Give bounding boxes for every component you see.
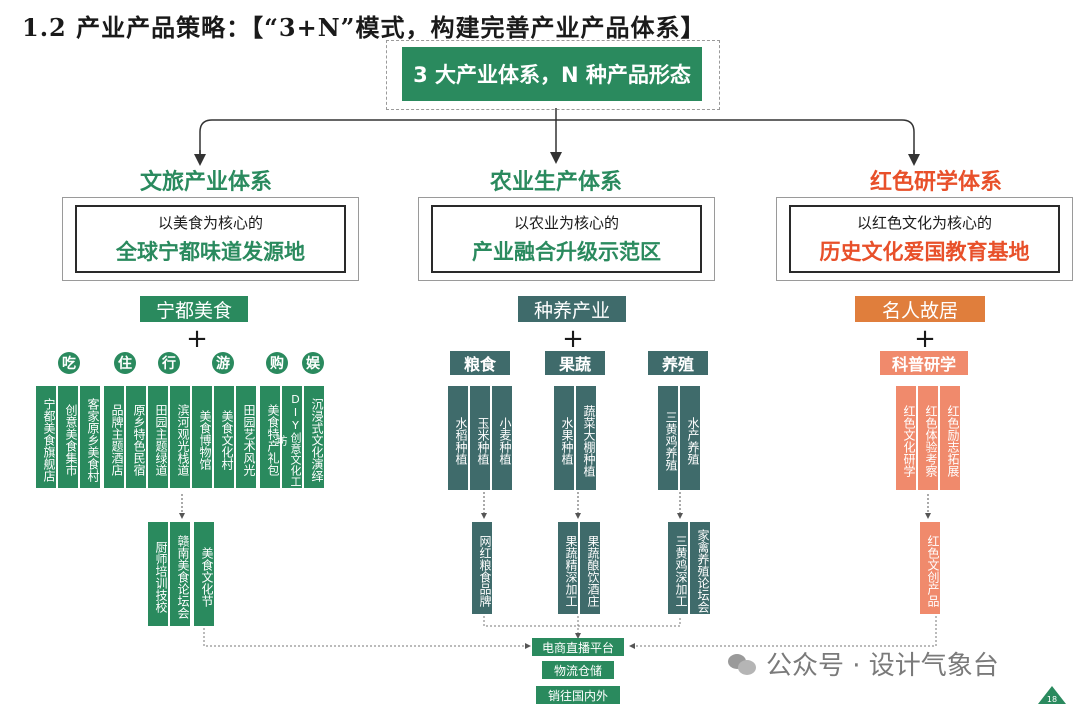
item-column: 田园主题绿道 — [148, 386, 168, 488]
output-column: 家禽养殖论坛会 — [690, 522, 710, 614]
output-column: 厨师培训技校 — [148, 522, 168, 626]
item-column: 原乡特色民宿 — [126, 386, 146, 488]
item-column: 品牌主题酒店 — [104, 386, 124, 488]
item-column: DIY创意文化工坊 — [275, 386, 302, 488]
system-title-red-study: 红色研学体系 — [869, 170, 1002, 195]
system-frame-agriculture — [418, 197, 715, 281]
category-stay: 住 — [114, 352, 136, 374]
category-breeding: 养殖 — [648, 351, 708, 375]
output-column: 网红粮食品牌 — [472, 522, 492, 614]
watermark: 公众号 · 设计气象台 — [728, 645, 999, 682]
item-column: 水产养殖 — [680, 386, 700, 490]
wechat-icon — [728, 652, 758, 676]
page-number: 18 — [1047, 695, 1057, 704]
frame-headline: 历史文化爱国教育基地 — [819, 240, 1030, 264]
item-column: 创意美食集市 — [58, 386, 78, 488]
item-column: 美食文化村 — [214, 386, 234, 488]
category-entertain: 娱 — [302, 352, 324, 374]
item-column: 美食博物馆 — [192, 386, 212, 488]
system-frame-culture-tourism — [62, 197, 359, 281]
item-column: 红色文化研学 — [896, 386, 916, 490]
output-column: 果蔬酿饮酒庄 — [580, 522, 600, 614]
category-shop: 购 — [266, 352, 288, 374]
frame-subtitle: 以红色文化为核心的 — [856, 214, 992, 232]
item-column: 水稻种植 — [448, 386, 468, 490]
item-column: 沉浸式文化演绎 — [304, 386, 324, 488]
system-frame-red-study — [776, 197, 1073, 281]
item-column: 宁都美食旗舰店 — [36, 386, 56, 488]
system-frame-inner-agriculture: 以农业为核心的 产业融合升级示范区 — [431, 205, 702, 273]
category-travel: 行 — [158, 352, 180, 374]
label-celebrity-residence: 名人故居 — [855, 296, 985, 322]
frame-subtitle: 以美食为核心的 — [157, 214, 263, 232]
category-science-study: 科普研学 — [880, 351, 968, 375]
bottom-ecommerce: 电商直播平台 — [532, 638, 624, 656]
item-column: 红色体验考察 — [918, 386, 938, 490]
frame-headline: 全球宁都味道发源地 — [116, 240, 305, 264]
frame-headline: 产业融合升级示范区 — [472, 240, 661, 264]
system-title-culture-tourism: 文旅产业体系 — [139, 170, 272, 195]
system-title-agriculture: 农业生产体系 — [489, 170, 622, 195]
output-column: 赣南美食论坛会 — [170, 522, 190, 626]
item-column: 田园艺术风光 — [236, 386, 256, 488]
item-column: 小麦种植 — [492, 386, 512, 490]
item-column: 蔬菜大棚种植 — [576, 386, 596, 490]
item-column: 三黄鸡养殖 — [658, 386, 678, 490]
item-column: 玉米种植 — [470, 386, 490, 490]
output-column: 三黄鸡深加工 — [668, 522, 688, 614]
bottom-logistics: 物流仓储 — [542, 661, 614, 679]
bottom-export: 销往国内外 — [536, 686, 620, 704]
frame-subtitle: 以农业为核心的 — [513, 214, 619, 232]
item-column: 美食特产礼包 — [260, 386, 280, 488]
category-eat: 吃 — [58, 352, 80, 374]
page-number-badge: 18 — [1038, 686, 1066, 704]
category-fruit-veg: 果蔬 — [545, 351, 605, 375]
output-column: 红色文创产品 — [920, 522, 940, 614]
item-column: 红色励志拓展 — [940, 386, 960, 490]
item-column: 水果种植 — [554, 386, 574, 490]
system-frame-inner-culture-tourism: 以美食为核心的 全球宁都味道发源地 — [75, 205, 346, 273]
plus-sign: + — [914, 324, 936, 354]
watermark-text: 公众号 · 设计气象台 — [766, 651, 999, 681]
category-grain: 粮食 — [450, 351, 510, 375]
page-title: 1.2 产业产品策略：【“3+N”模式，构建完善产业产品体系】 — [22, 13, 706, 42]
item-column: 客家原乡美食村 — [80, 386, 100, 488]
item-column: 滨河观光栈道 — [170, 386, 190, 488]
category-tour: 游 — [212, 352, 234, 374]
label-planting-breeding: 种养产业 — [518, 296, 626, 322]
plus-sign: + — [562, 324, 584, 354]
label-ningdu-food: 宁都美食 — [140, 296, 248, 322]
top-box-frame — [386, 40, 720, 110]
top-box: 3 大产业体系，N 种产品形态 — [402, 47, 702, 101]
output-column: 美食文化节 — [194, 522, 214, 626]
output-column: 果蔬精深加工 — [558, 522, 578, 614]
system-frame-inner-red-study: 以红色文化为核心的 历史文化爱国教育基地 — [789, 205, 1060, 273]
plus-sign: + — [186, 324, 208, 354]
